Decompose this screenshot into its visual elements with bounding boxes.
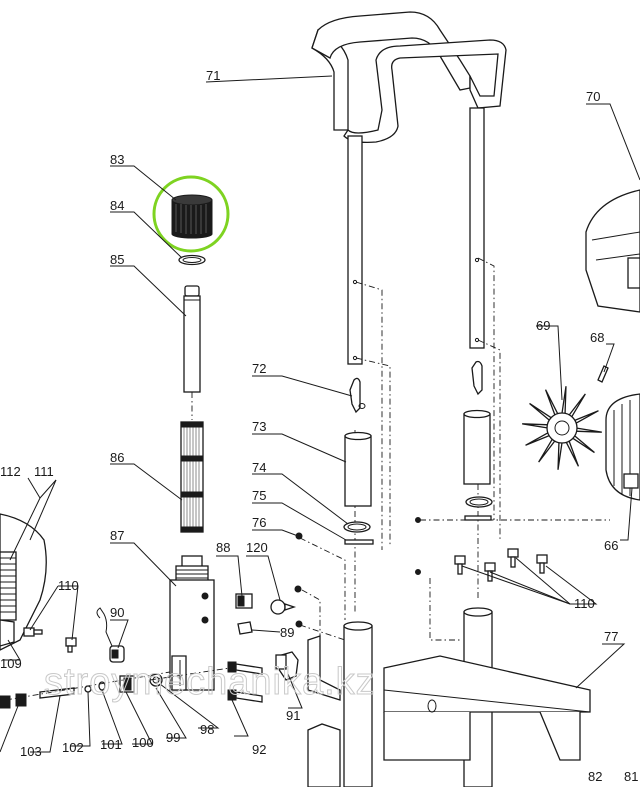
label-part-73: 73 xyxy=(252,419,266,434)
label-part-109: 109 xyxy=(0,656,22,671)
pin xyxy=(344,515,492,545)
label-part-101: 101 xyxy=(100,737,122,752)
label-part-100: 100 xyxy=(132,735,154,750)
label-part-74: 74 xyxy=(252,460,266,475)
part-labels: 71 70 72 73 74 75 76 77 82 81 83 84 85 8… xyxy=(0,68,638,784)
fan-blade xyxy=(571,434,595,454)
label-part-71: 71 xyxy=(206,68,220,83)
fan-hub xyxy=(546,412,578,444)
fan-blade xyxy=(561,386,567,415)
label-part-90: 90 xyxy=(110,605,124,620)
motor-assembly xyxy=(585,189,640,501)
fan-blade xyxy=(538,437,556,463)
filter-o-ring xyxy=(178,254,206,266)
label-part-77: 77 xyxy=(604,629,618,644)
label-part-76: 76 xyxy=(252,515,266,530)
label-part-110-right: 110 xyxy=(574,596,595,611)
drain-valve-parts xyxy=(0,667,231,709)
elbow-fitting xyxy=(275,651,299,681)
set-screw xyxy=(597,365,609,383)
label-part-103: 103 xyxy=(20,744,42,759)
pump-assembly xyxy=(0,513,47,651)
label-part-102: 102 xyxy=(62,740,84,755)
filter-screen xyxy=(180,421,204,533)
leader-lines xyxy=(0,75,640,753)
fan-bore xyxy=(554,420,570,436)
fan-blade xyxy=(525,431,551,446)
label-part-70: 70 xyxy=(586,89,600,104)
handle-sleeve xyxy=(344,409,491,507)
label-part-83: 83 xyxy=(110,152,124,167)
locking-clip xyxy=(349,360,483,414)
cart-frame xyxy=(307,607,591,787)
label-part-86: 86 xyxy=(110,450,124,465)
cooling-fan xyxy=(522,386,602,470)
label-part-89: 89 xyxy=(280,625,294,640)
label-part-82: 82 xyxy=(588,769,602,784)
mounting-screw xyxy=(23,627,77,653)
highlight-circle xyxy=(152,175,230,253)
label-part-92: 92 xyxy=(252,742,266,757)
fan-blade xyxy=(557,441,563,470)
screw xyxy=(294,517,548,628)
fan-blade xyxy=(522,423,550,429)
label-part-120: 120 xyxy=(246,540,268,555)
label-part-85: 85 xyxy=(110,252,124,267)
fan-blade xyxy=(544,389,559,417)
handle-frame xyxy=(311,11,507,365)
fan-blade xyxy=(568,393,586,419)
label-part-87: 87 xyxy=(110,528,124,543)
fitting xyxy=(235,593,297,635)
label-part-111: 111 xyxy=(34,464,54,479)
fan-blade xyxy=(573,410,599,425)
fan-blade xyxy=(529,402,553,422)
label-part-112: 112 xyxy=(0,464,21,479)
label-part-75: 75 xyxy=(252,488,266,503)
filter-cap xyxy=(171,194,213,239)
o-ring xyxy=(343,496,493,533)
bolt xyxy=(227,661,263,703)
label-part-68: 68 xyxy=(590,330,604,345)
fan-blade xyxy=(565,439,580,467)
label-part-81: 81 xyxy=(624,769,638,784)
filter-support-tube xyxy=(183,285,201,393)
label-part-72: 72 xyxy=(252,361,266,376)
label-part-98: 98 xyxy=(200,722,214,737)
label-part-66: 66 xyxy=(604,538,618,553)
label-part-88: 88 xyxy=(216,540,230,555)
fan-blade xyxy=(574,427,602,433)
label-part-69: 69 xyxy=(536,318,550,333)
watermark: stroymechanika.kz xyxy=(44,661,376,703)
pressure-sensor xyxy=(96,607,125,663)
label-part-91: 91 xyxy=(286,708,300,723)
label-part-99: 99 xyxy=(166,730,180,745)
label-part-110-left: 110 xyxy=(58,578,79,593)
label-part-84: 84 xyxy=(110,198,124,213)
